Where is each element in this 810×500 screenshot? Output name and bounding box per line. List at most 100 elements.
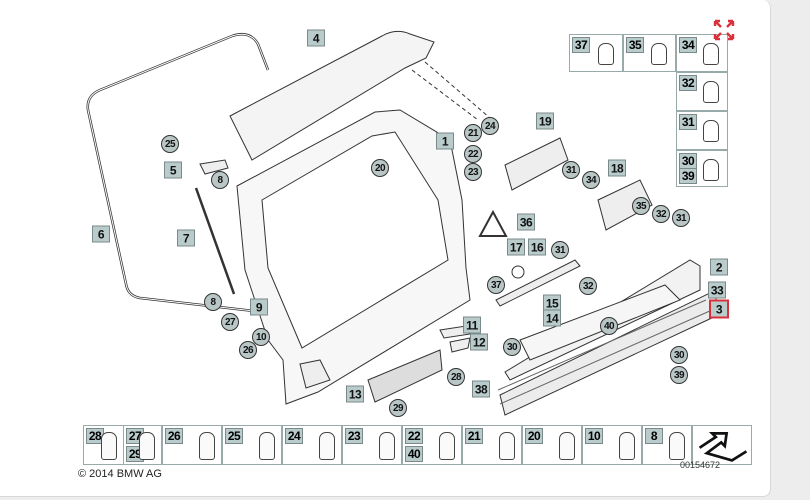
callout-10[interactable]: 10 <box>252 328 270 346</box>
fastener-cell[interactable]: 8 <box>642 425 692 465</box>
callout-13[interactable]: 13 <box>346 385 364 403</box>
orientation-arrow-icon <box>698 432 748 462</box>
callout-8[interactable]: 8 <box>204 293 222 311</box>
bracket-19 <box>504 137 569 191</box>
callout-36[interactable]: 36 <box>517 213 535 231</box>
fastener-cell[interactable]: 32 <box>676 72 728 111</box>
callout-23[interactable]: 23 <box>464 163 482 181</box>
fastener-icon <box>439 432 455 460</box>
callout-16[interactable]: 16 <box>528 238 546 256</box>
fastener-icon <box>669 432 685 460</box>
trim-strip-38 <box>497 299 713 405</box>
fastener-cell[interactable]: 20 <box>522 425 582 465</box>
callout-17[interactable]: 17 <box>507 238 525 256</box>
callout-32[interactable]: 32 <box>652 205 670 223</box>
callout-26[interactable]: 26 <box>239 341 257 359</box>
fastener-icon <box>703 159 719 181</box>
tailgate-exploded-diagram <box>86 30 717 416</box>
callout-21[interactable]: 21 <box>464 124 482 142</box>
grommet-17 <box>511 265 525 279</box>
callout-4[interactable]: 4 <box>307 29 325 47</box>
fastener-cell[interactable]: 28 <box>83 425 123 465</box>
expand-arrows-icon[interactable] <box>712 18 736 42</box>
callout-12[interactable]: 12 <box>470 333 488 351</box>
fastener-icon <box>559 432 575 460</box>
callout-31[interactable]: 31 <box>551 241 569 259</box>
callout-8[interactable]: 8 <box>211 171 229 189</box>
fastener-label: 22 <box>405 428 423 444</box>
fastener-label: 20 <box>525 428 543 444</box>
fastener-cell[interactable]: 37 <box>569 34 623 72</box>
fastener-icon <box>703 43 719 65</box>
fastener-icon <box>598 43 614 65</box>
callout-22[interactable]: 22 <box>464 145 482 163</box>
spoiler <box>229 30 435 161</box>
fastener-icon <box>259 432 275 460</box>
fastener-cell[interactable]: 31 <box>676 111 728 150</box>
callout-9[interactable]: 9 <box>250 298 268 316</box>
fastener-label: 8 <box>645 428 663 444</box>
hinge <box>199 159 229 175</box>
callout-30[interactable]: 30 <box>503 338 521 356</box>
callout-27[interactable]: 27 <box>221 313 239 331</box>
callout-24[interactable]: 24 <box>481 117 499 135</box>
callout-15[interactable]: 15 <box>543 294 561 312</box>
fastener-icon <box>619 432 635 460</box>
fastener-icon <box>499 432 515 460</box>
fastener-cell[interactable]: 26 <box>162 425 222 465</box>
fastener-label: 35 <box>626 37 644 53</box>
fastener-icon <box>101 432 117 460</box>
fastener-cell[interactable]: 21 <box>462 425 522 465</box>
fastener-label: 37 <box>572 37 590 53</box>
callout-5[interactable]: 5 <box>164 161 182 179</box>
callout-2[interactable]: 2 <box>710 258 728 276</box>
callout-20[interactable]: 20 <box>371 159 389 177</box>
fastener-icon <box>199 432 215 460</box>
callout-28[interactable]: 28 <box>447 368 465 386</box>
callout-39[interactable]: 39 <box>670 366 688 384</box>
fastener-label: 10 <box>585 428 603 444</box>
callout-7[interactable]: 7 <box>177 229 195 247</box>
fastener-cell[interactable]: 34 <box>676 34 728 72</box>
callout-34[interactable]: 34 <box>582 171 600 189</box>
fastener-cell[interactable]: 23 <box>342 425 402 465</box>
callout-14[interactable]: 14 <box>543 309 561 327</box>
callout-33[interactable]: 33 <box>708 281 726 299</box>
callout-25[interactable]: 25 <box>161 135 179 153</box>
callout-31[interactable]: 31 <box>562 161 580 179</box>
callout-35[interactable]: 35 <box>632 197 650 215</box>
fastener-cell[interactable]: 35 <box>623 34 676 72</box>
callout-1[interactable]: 1 <box>436 132 454 150</box>
fastener-icon <box>703 81 719 103</box>
callout-11[interactable]: 11 <box>463 316 481 334</box>
light-strip-16 <box>495 259 581 307</box>
callout-18[interactable]: 18 <box>608 159 626 177</box>
fastener-label: 34 <box>679 37 697 53</box>
fastener-label: 26 <box>165 428 183 444</box>
bracket-18 <box>597 179 653 231</box>
orientation-arrow-cell[interactable] <box>692 425 752 465</box>
fastener-cell[interactable]: 10 <box>582 425 642 465</box>
fastener-icon <box>319 432 335 460</box>
fastener-icon <box>139 432 155 460</box>
callout-38[interactable]: 38 <box>472 380 490 398</box>
fastener-cell[interactable]: 25 <box>222 425 282 465</box>
callout-29[interactable]: 29 <box>389 399 407 417</box>
callout-32[interactable]: 32 <box>579 277 597 295</box>
callout-19[interactable]: 19 <box>536 112 554 130</box>
callout-30[interactable]: 30 <box>670 346 688 364</box>
fastener-cell[interactable]: 24 <box>282 425 342 465</box>
callout-3[interactable]: 3 <box>709 299 729 319</box>
fastener-label: 23 <box>345 428 363 444</box>
fastener-label: 32 <box>679 75 697 91</box>
fastener-label: 25 <box>225 428 243 444</box>
callout-37[interactable]: 37 <box>487 276 505 294</box>
callout-6[interactable]: 6 <box>92 225 110 243</box>
callout-40[interactable]: 40 <box>600 317 618 335</box>
callout-31[interactable]: 31 <box>672 209 690 227</box>
fastener-icon <box>703 120 719 142</box>
